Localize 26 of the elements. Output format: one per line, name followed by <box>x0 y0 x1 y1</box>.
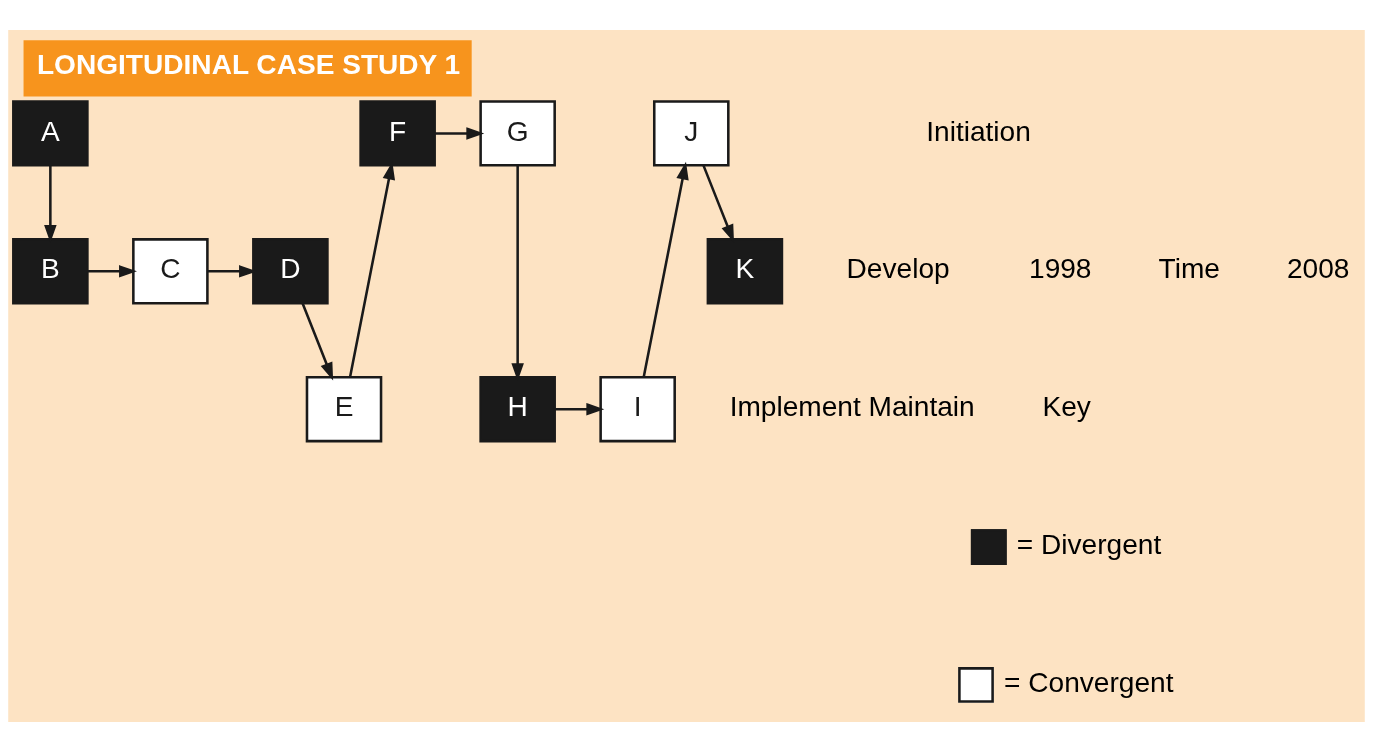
arrow <box>87 264 137 278</box>
arrow <box>301 302 334 380</box>
arrow <box>642 161 689 377</box>
node-box: K <box>706 237 784 304</box>
label: Key <box>1042 390 1091 422</box>
node-box: E <box>305 375 383 442</box>
node-box: H <box>479 375 556 442</box>
label: Implement Maintain <box>729 390 975 422</box>
diagram-title: LONGITUDINAL CASE STUDY 1 <box>36 48 461 80</box>
arrow <box>434 126 485 140</box>
arrow <box>554 402 605 415</box>
node-box: J <box>653 99 730 167</box>
node-box: G <box>479 99 556 167</box>
node-box: B <box>12 237 89 304</box>
label: 1998 <box>1029 252 1092 284</box>
legend-label: = Divergent <box>1016 528 1162 560</box>
node-box: I <box>599 375 676 442</box>
legend-label: = Convergent <box>1004 666 1174 698</box>
node-box: C <box>132 237 209 304</box>
node-box: F <box>359 99 436 167</box>
label: Time <box>1158 252 1220 284</box>
label: 2008 <box>1286 252 1350 284</box>
node-box: D <box>252 237 329 304</box>
label: Initiation <box>926 115 1031 147</box>
node-box: A <box>12 99 89 167</box>
label: Develop <box>846 252 950 284</box>
